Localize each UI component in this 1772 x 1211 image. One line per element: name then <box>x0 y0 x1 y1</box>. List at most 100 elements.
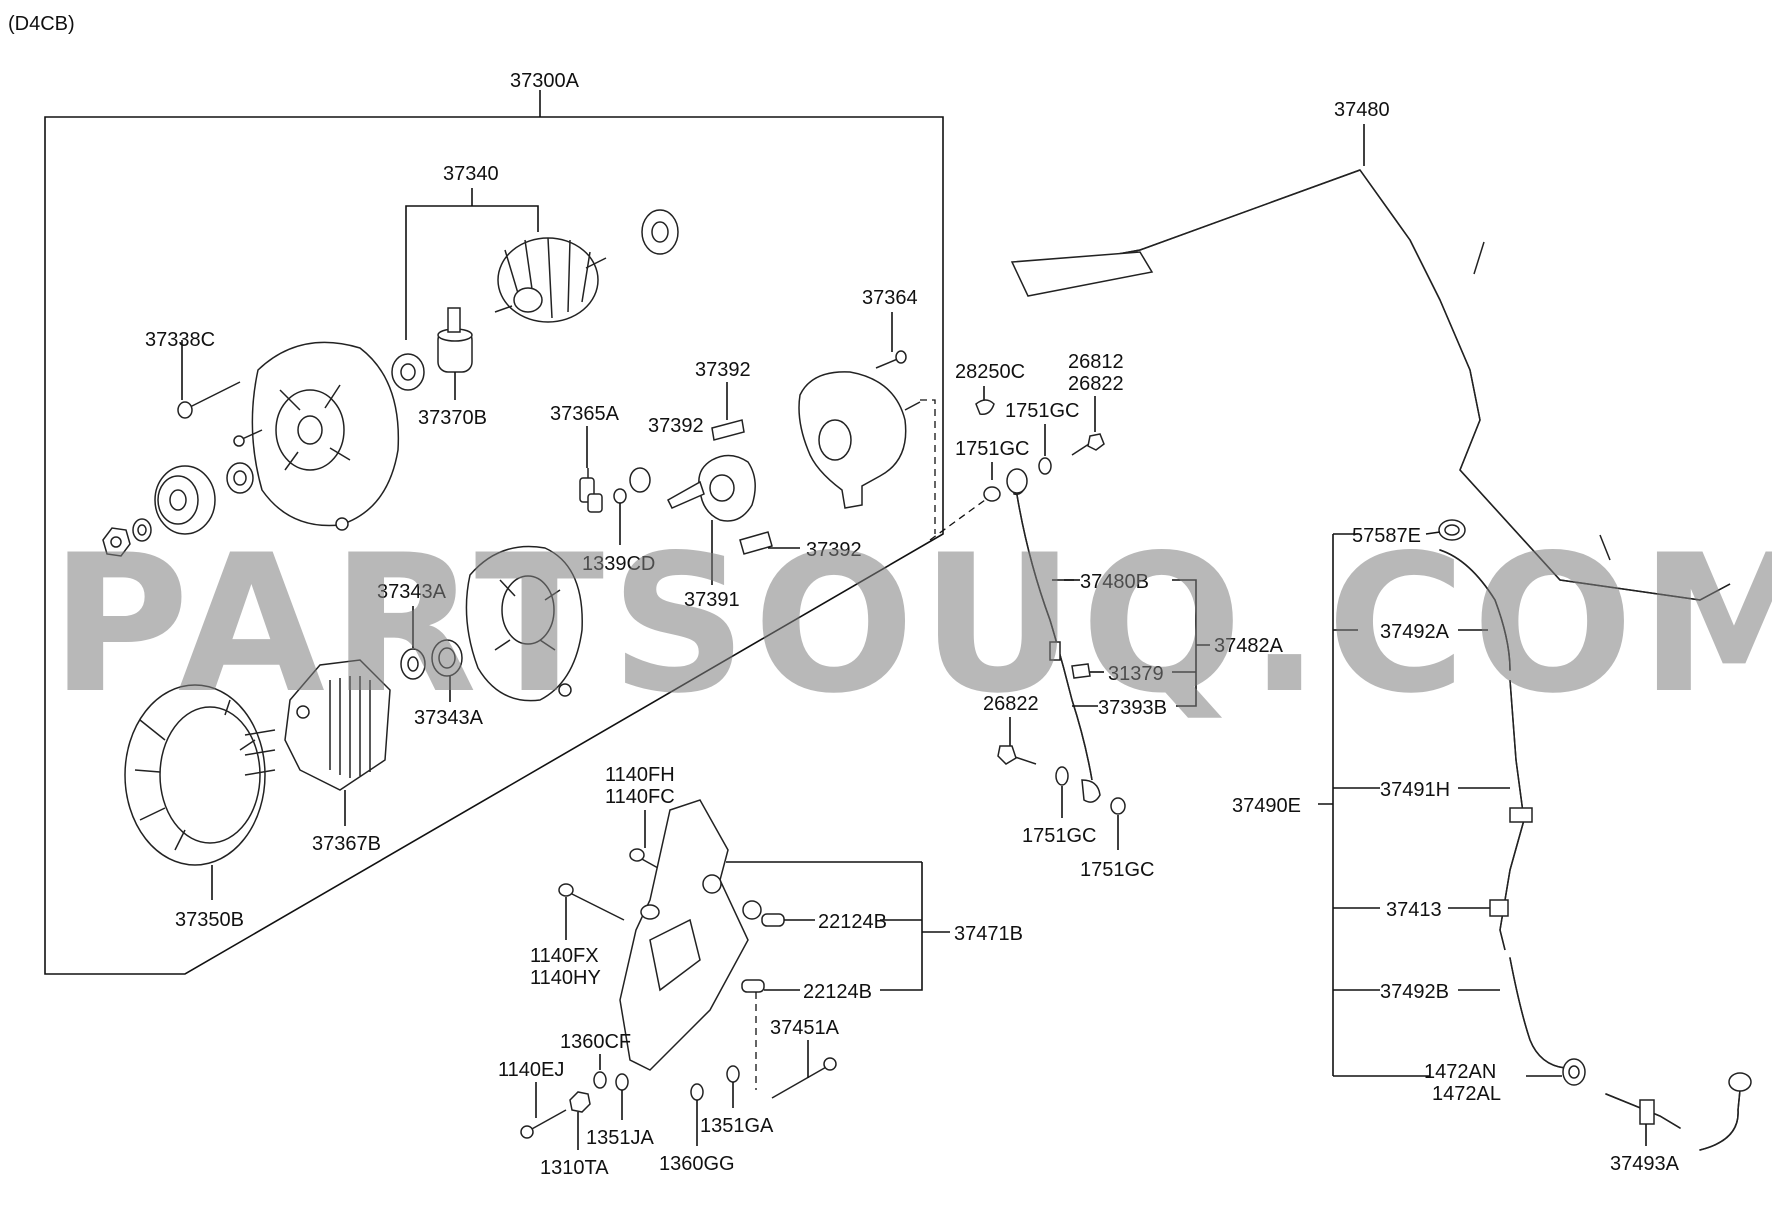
washer-1360CF-part[interactable] <box>593 1071 607 1089</box>
bracket-31379-part[interactable] <box>1071 663 1091 679</box>
bearing-left-part[interactable] <box>391 353 425 391</box>
bolt-26822-part[interactable] <box>997 745 1037 765</box>
spacer-37343A-b-part[interactable] <box>431 639 463 677</box>
spacer-37343A-a-part[interactable] <box>400 648 426 680</box>
pad-37392-a-part[interactable] <box>711 419 745 441</box>
callout-1310TA[interactable]: 1310TA <box>540 1157 609 1179</box>
callout-37393B[interactable]: 37393B <box>1098 697 1167 719</box>
callout-1360GG[interactable]: 1360GG <box>659 1153 735 1175</box>
callout-57587E[interactable]: 57587E <box>1352 525 1421 547</box>
stator-part[interactable] <box>124 684 276 866</box>
callout-37491H[interactable]: 37491H <box>1380 779 1450 801</box>
callout-1751GC-c[interactable]: 1751GC <box>1022 825 1097 847</box>
callout-37392-c[interactable]: 37392 <box>806 539 862 561</box>
nut-1310TA-part[interactable] <box>569 1091 591 1113</box>
callout-26822-a[interactable]: 26822 <box>1068 373 1124 395</box>
callout-37392-a[interactable]: 37392 <box>695 359 751 381</box>
callout-37480[interactable]: 37480 <box>1334 99 1390 121</box>
slip-ring-part[interactable] <box>437 307 473 373</box>
washer-part[interactable] <box>132 518 152 542</box>
callout-37367B[interactable]: 37367B <box>312 833 381 855</box>
callout-37364[interactable]: 37364 <box>862 287 918 309</box>
callout-37492A[interactable]: 37492A <box>1380 621 1450 643</box>
callout-37338C[interactable]: 37338C <box>145 329 215 351</box>
washer-1751GC-a-part[interactable] <box>1038 457 1052 475</box>
callout-1339CD[interactable]: 1339CD <box>582 553 655 575</box>
bolt-37338C-part[interactable] <box>177 381 241 419</box>
callout-1472AN[interactable]: 1472AN <box>1424 1061 1496 1083</box>
callout-1751GC-b[interactable]: 1751GC <box>955 438 1030 460</box>
callout-1140FH[interactable]: 1140FH <box>605 764 675 786</box>
alternator-bracket-part[interactable] <box>619 799 762 1071</box>
clamp-57587E-part[interactable] <box>1438 519 1466 541</box>
callout-37493A[interactable]: 37493A <box>1610 1153 1680 1175</box>
callout-31379[interactable]: 31379 <box>1108 663 1164 685</box>
bolt-37451A-part[interactable] <box>771 1057 837 1099</box>
callout-26822-b[interactable]: 26822 <box>983 693 1039 715</box>
nut-part[interactable] <box>102 527 131 557</box>
clip-28250C-part[interactable] <box>975 399 995 416</box>
rotor-part[interactable] <box>494 237 607 323</box>
callout-26812[interactable]: 26812 <box>1068 351 1124 373</box>
callout-37492B[interactable]: 37492B <box>1380 981 1449 1003</box>
washer-1751GC-d-part[interactable] <box>1110 797 1126 815</box>
bolt-1140FX-part[interactable] <box>558 883 625 921</box>
callout-1472AL[interactable]: 1472AL <box>1432 1083 1501 1105</box>
brush-holder-part[interactable] <box>667 454 756 522</box>
callout-1351JA[interactable]: 1351JA <box>586 1127 654 1149</box>
callout-37343A-bot[interactable]: 37343A <box>414 707 484 729</box>
callout-28250C[interactable]: 28250C <box>955 361 1025 383</box>
callout-37365A[interactable]: 37365A <box>550 403 620 425</box>
callout-1360CF[interactable]: 1360CF <box>560 1031 631 1053</box>
callout-37370B[interactable]: 37370B <box>418 407 487 429</box>
connector-37493A-part[interactable] <box>1605 1072 1752 1151</box>
bolt-26812-part[interactable] <box>1071 433 1105 456</box>
callout-22124B-a[interactable]: 22124B <box>818 911 887 933</box>
hose-37492B-part[interactable] <box>1509 957 1566 1069</box>
callout-22124B-b[interactable]: 22124B <box>803 981 872 1003</box>
pipe-37491H-part[interactable] <box>1499 679 1533 951</box>
callout-37392-b[interactable]: 37392 <box>648 415 704 437</box>
battery-cable-part[interactable] <box>1006 468 1101 803</box>
dowel-22124B-a-part[interactable] <box>761 913 785 927</box>
pad-37392-c-part[interactable] <box>739 531 773 555</box>
callout-37482A[interactable]: 37482A <box>1214 635 1284 657</box>
rectifier-part[interactable] <box>284 659 391 791</box>
callout-37350B[interactable]: 37350B <box>175 909 244 931</box>
bolt-1140EJ-part[interactable] <box>520 1109 567 1139</box>
callout-1140EJ[interactable]: 1140EJ <box>498 1059 564 1081</box>
callout-1140FC[interactable]: 1140FC <box>605 786 675 808</box>
callout-1351GA[interactable]: 1351GA <box>700 1115 774 1137</box>
callout-37300A[interactable]: 37300A <box>510 70 580 92</box>
callout-1140HY[interactable]: 1140HY <box>530 967 601 989</box>
clamp-1472AN-part[interactable] <box>1562 1058 1586 1086</box>
dowel-22124B-b-part[interactable] <box>741 979 765 993</box>
callout-37391[interactable]: 37391 <box>684 589 740 611</box>
front-housing-part[interactable] <box>251 341 400 531</box>
callout-37343A-top[interactable]: 37343A <box>377 581 447 603</box>
terminal-37365A-part[interactable] <box>579 468 603 513</box>
callout-37340[interactable]: 37340 <box>443 163 499 185</box>
vacuum-pipe-37480-part[interactable] <box>1010 169 1731 601</box>
callout-37471B[interactable]: 37471B <box>954 923 1023 945</box>
rear-cover-part[interactable] <box>798 371 921 509</box>
callout-1751GC-d[interactable]: 1751GC <box>1080 859 1155 881</box>
callout-37480B[interactable]: 37480B <box>1080 571 1149 593</box>
callout-1140FX[interactable]: 1140FX <box>530 945 599 967</box>
pulley-part[interactable] <box>154 465 216 535</box>
rear-housing-part[interactable] <box>465 545 583 702</box>
washer-1751GC-b-part[interactable] <box>983 486 1001 502</box>
callout-1751GC-a[interactable]: 1751GC <box>1005 400 1080 422</box>
bracket-37413-part[interactable] <box>1489 899 1509 917</box>
washer-1360GG-part[interactable] <box>690 1083 704 1101</box>
bearing-top-part[interactable] <box>641 209 679 255</box>
washer-1339CD-part[interactable] <box>613 467 651 504</box>
small-screw-part[interactable] <box>233 429 263 447</box>
callout-37451A[interactable]: 37451A <box>770 1017 840 1039</box>
spacer-part[interactable] <box>226 462 254 494</box>
callout-37490E[interactable]: 37490E <box>1232 795 1301 817</box>
callout-37413[interactable]: 37413 <box>1386 899 1442 921</box>
washer-1751GC-c-part[interactable] <box>1055 766 1069 786</box>
hose-37492A-part[interactable] <box>1439 549 1511 671</box>
washer-1351GA-part[interactable] <box>726 1065 740 1083</box>
